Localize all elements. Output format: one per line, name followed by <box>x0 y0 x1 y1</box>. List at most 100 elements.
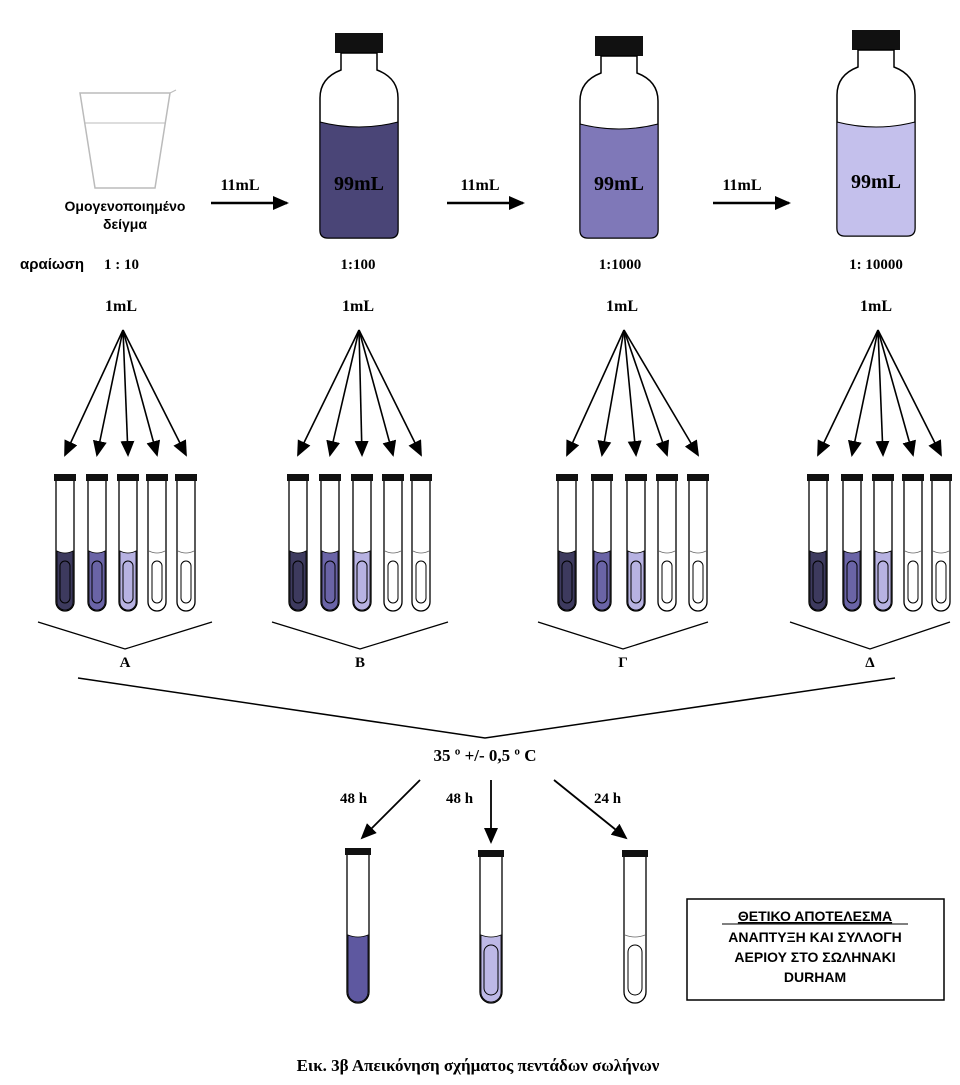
fan-arrow-b-2 <box>326 329 360 457</box>
durham-tube <box>387 560 399 604</box>
tube-cap <box>117 474 139 481</box>
group-brackets <box>37 621 951 650</box>
fan-arrows <box>64 329 942 457</box>
dilution-bottle-1: 99mL 1:100 <box>319 33 399 273</box>
group-label-a: Α <box>120 655 131 671</box>
durham-tube <box>122 560 134 604</box>
result-tube-1 <box>345 848 371 1004</box>
durham-tube <box>627 944 643 996</box>
tube-body <box>688 481 708 612</box>
durham-tube <box>483 944 499 996</box>
fan-arrow-b-1 <box>297 329 360 457</box>
fan-arrow-d-5 <box>877 329 942 457</box>
tube-cap <box>54 474 76 481</box>
durham-tube <box>324 560 336 604</box>
tube-liquid <box>119 550 137 611</box>
transfer-arrow-2: 11mL <box>447 177 525 210</box>
tube-body <box>657 481 677 612</box>
tube-cap <box>622 850 648 857</box>
bottle-dilution-2: 1:1000 <box>599 257 642 273</box>
tube-cap <box>146 474 168 481</box>
transfer-arrow-3: 11mL <box>713 177 791 210</box>
fan-arrow-c-4 <box>623 329 670 457</box>
tube-c-2 <box>591 474 613 612</box>
tube-a-3 <box>117 474 139 612</box>
bottle-liquid-2 <box>579 123 659 239</box>
tube-meniscus <box>412 550 430 554</box>
tube-sets <box>54 474 952 612</box>
tube-meniscus <box>904 550 922 554</box>
tube-a-1 <box>54 474 76 612</box>
durham-tube <box>907 560 919 604</box>
tube-c-1 <box>556 474 578 612</box>
result-tubes <box>345 848 648 1004</box>
tube-liquid <box>480 934 502 1003</box>
tube-liquid <box>347 934 369 1003</box>
tube-cap <box>872 474 894 481</box>
fan-arrow-d-4 <box>877 329 916 457</box>
tube-liquid <box>558 550 576 611</box>
incubation-time-2: 48 h <box>446 791 474 807</box>
fan-arrow-d-2 <box>847 329 879 457</box>
durham-tube <box>661 560 673 604</box>
tube-liquid <box>289 550 307 611</box>
positive-result-line2: ΑΕΡΙΟΥ ΣΤΟ ΣΩΛΗΝΑΚΙ <box>734 949 895 965</box>
tube-d-3 <box>872 474 894 612</box>
tube-liquid <box>56 550 74 611</box>
bracket-d <box>789 621 951 650</box>
tube-a-4 <box>146 474 168 612</box>
fan-arrow-a-2 <box>92 329 124 457</box>
tube-body <box>931 481 951 612</box>
bottle-liquid-3 <box>836 121 916 237</box>
tube-b-4 <box>382 474 404 612</box>
tube-cap <box>175 474 197 481</box>
inoculum-label-a: 1mL <box>105 298 137 315</box>
sample-beaker <box>79 89 177 189</box>
sample-label-line1: Ομογενοποιημένο <box>65 198 186 214</box>
fan-arrow-c-5 <box>623 329 700 457</box>
tube-cap <box>807 474 829 481</box>
tube-cap <box>382 474 404 481</box>
tube-body <box>903 481 923 612</box>
tube-cap <box>625 474 647 481</box>
durham-tube <box>692 560 704 604</box>
bottle-liquid-1 <box>319 121 399 239</box>
durham-tube <box>846 560 858 604</box>
fan-arrow-a-3 <box>120 329 135 457</box>
fan-arrow-a-4 <box>122 329 161 457</box>
tube-meniscus <box>624 934 646 938</box>
tube-cap <box>345 848 371 855</box>
tube-liquid <box>321 550 339 611</box>
tube-liquid <box>88 550 106 611</box>
tube-body <box>176 481 196 612</box>
tube-meniscus <box>148 550 166 554</box>
bracket-a <box>37 621 213 650</box>
fan-arrow-c-1 <box>566 329 625 457</box>
inoculum-label-c: 1mL <box>606 298 638 315</box>
tube-cap <box>319 474 341 481</box>
positive-result-line3: DURHAM <box>784 969 846 985</box>
tube-body <box>411 481 431 612</box>
bottle-volume-1: 99mL <box>334 173 384 195</box>
bracket-c <box>537 621 709 650</box>
inoculum-label-b: 1mL <box>342 298 374 315</box>
tube-cap <box>410 474 432 481</box>
tube-d-2 <box>841 474 863 612</box>
tube-cap <box>930 474 952 481</box>
tube-liquid <box>843 550 861 611</box>
fan-arrow-b-3 <box>354 329 369 457</box>
fan-arrow-b-5 <box>358 329 422 457</box>
durham-tube <box>812 560 824 604</box>
tube-d-5 <box>930 474 952 612</box>
bottle-dilution-3: 1: 10000 <box>849 257 903 273</box>
fan-arrow-d-1 <box>817 329 879 457</box>
dilution-bottle-3: 99mL 1: 10000 <box>836 30 916 273</box>
tube-cap <box>902 474 924 481</box>
inoculum-label-d: 1mL <box>860 298 892 315</box>
durham-tube <box>561 560 573 604</box>
tube-cap <box>656 474 678 481</box>
tube-body <box>147 481 167 612</box>
incubation-temperature: 35 º +/- 0,5 º C <box>433 746 536 765</box>
tube-b-5 <box>410 474 432 612</box>
dilution-bottle-2: 99mL 1:1000 <box>579 36 659 273</box>
